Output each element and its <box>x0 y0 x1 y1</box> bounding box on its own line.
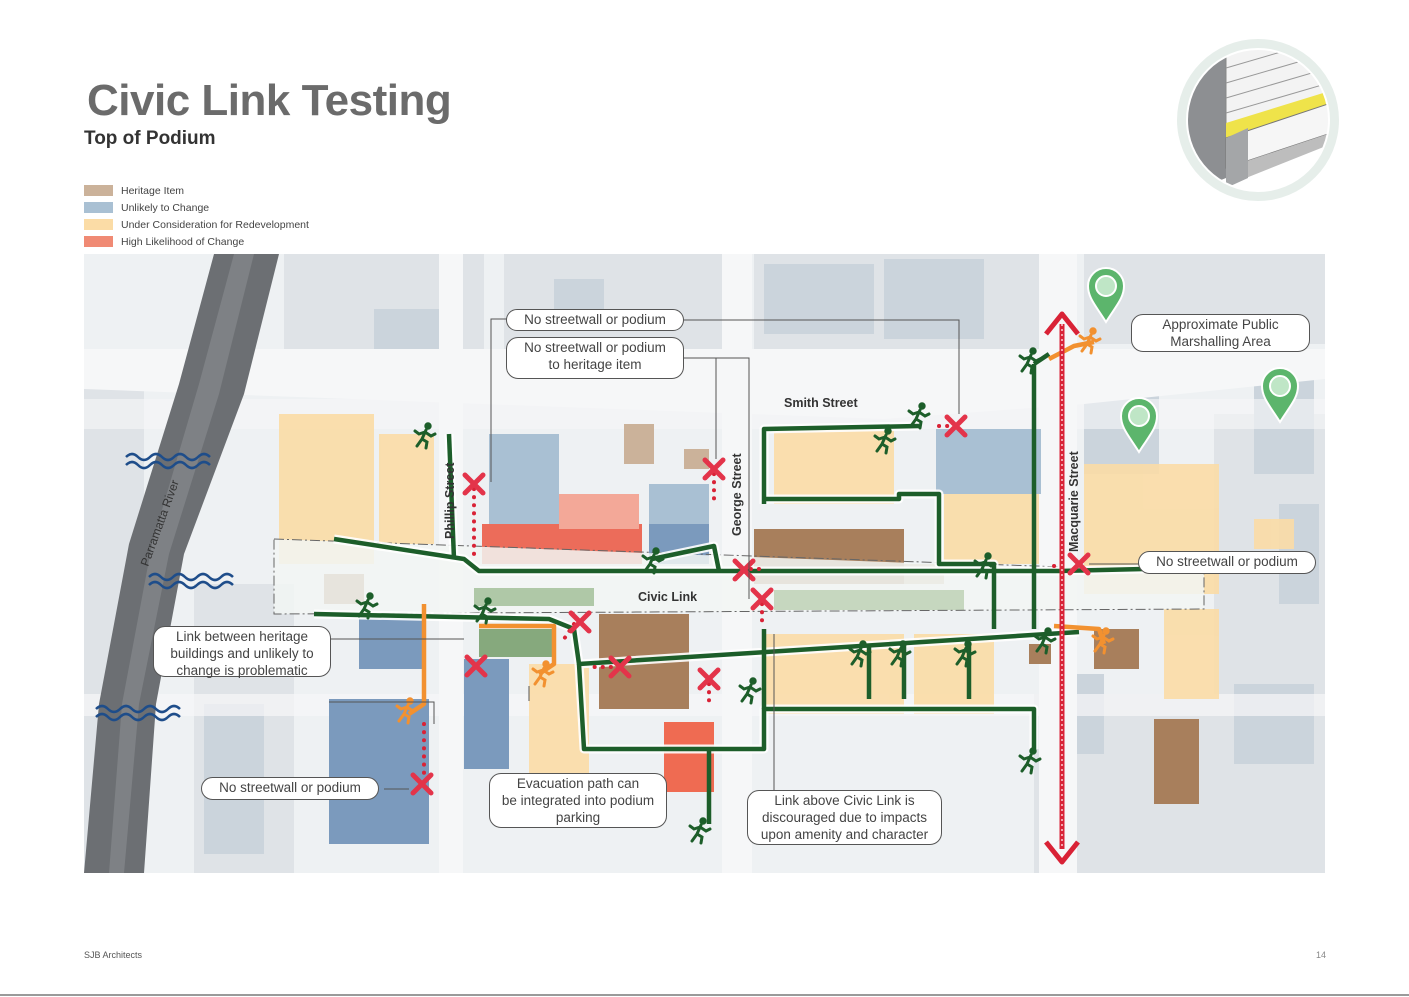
callout-link-above: Link above Civic Link is discouraged due… <box>747 790 942 845</box>
legend-label: Heritage Item <box>121 184 185 197</box>
key-plan-diagram <box>1177 39 1339 201</box>
legend-item-high: High Likelihood of Change <box>84 233 309 250</box>
callout-no-streetwall-right: No streetwall or podium <box>1138 551 1316 574</box>
legend-label: Under Consideration for Redevelopment <box>121 218 309 231</box>
legend-label: High Likelihood of Change <box>121 235 245 248</box>
smith-street-label: Smith Street <box>784 396 858 410</box>
callout-no-streetwall-bottom: No streetwall or podium <box>201 777 379 800</box>
callout-link-heritage: Link between heritage buildings and unli… <box>153 626 331 678</box>
legend: Heritage Item Unlikely to Change Under C… <box>84 182 309 250</box>
page-title: Civic Link Testing <box>87 76 452 125</box>
legend-swatch-heritage <box>84 185 113 196</box>
legend-item-heritage: Heritage Item <box>84 182 309 199</box>
footer-firm: SJB Architects <box>84 950 143 960</box>
legend-swatch-unlikely <box>84 202 113 213</box>
callout-no-streetwall-heritage: No streetwall or podium to heritage item <box>506 337 684 379</box>
callout-evacuation-path: Evacuation path can be integrated into p… <box>489 773 667 828</box>
page-number: 14 <box>1315 950 1326 960</box>
phillip-street-label: Phillip Street <box>443 462 457 539</box>
bottom-rule <box>0 994 1409 996</box>
legend-item-consideration: Under Consideration for Redevelopment <box>84 216 309 233</box>
macquarie-street-label: Macquarie Street <box>1067 450 1081 552</box>
callout-marshalling-area: Approximate Public Marshalling Area <box>1131 314 1310 352</box>
legend-label: Unlikely to Change <box>121 201 210 214</box>
legend-swatch-high <box>84 236 113 247</box>
george-street-label: George Street <box>730 452 744 536</box>
site-map: Smith Street Civic Link Phillip Street G… <box>84 254 1325 873</box>
civic-link-label: Civic Link <box>638 590 697 604</box>
callout-no-streetwall-top: No streetwall or podium <box>506 309 684 331</box>
page-subtitle: Top of Podium <box>84 128 216 149</box>
legend-swatch-consideration <box>84 219 113 230</box>
legend-item-unlikely: Unlikely to Change <box>84 199 309 216</box>
